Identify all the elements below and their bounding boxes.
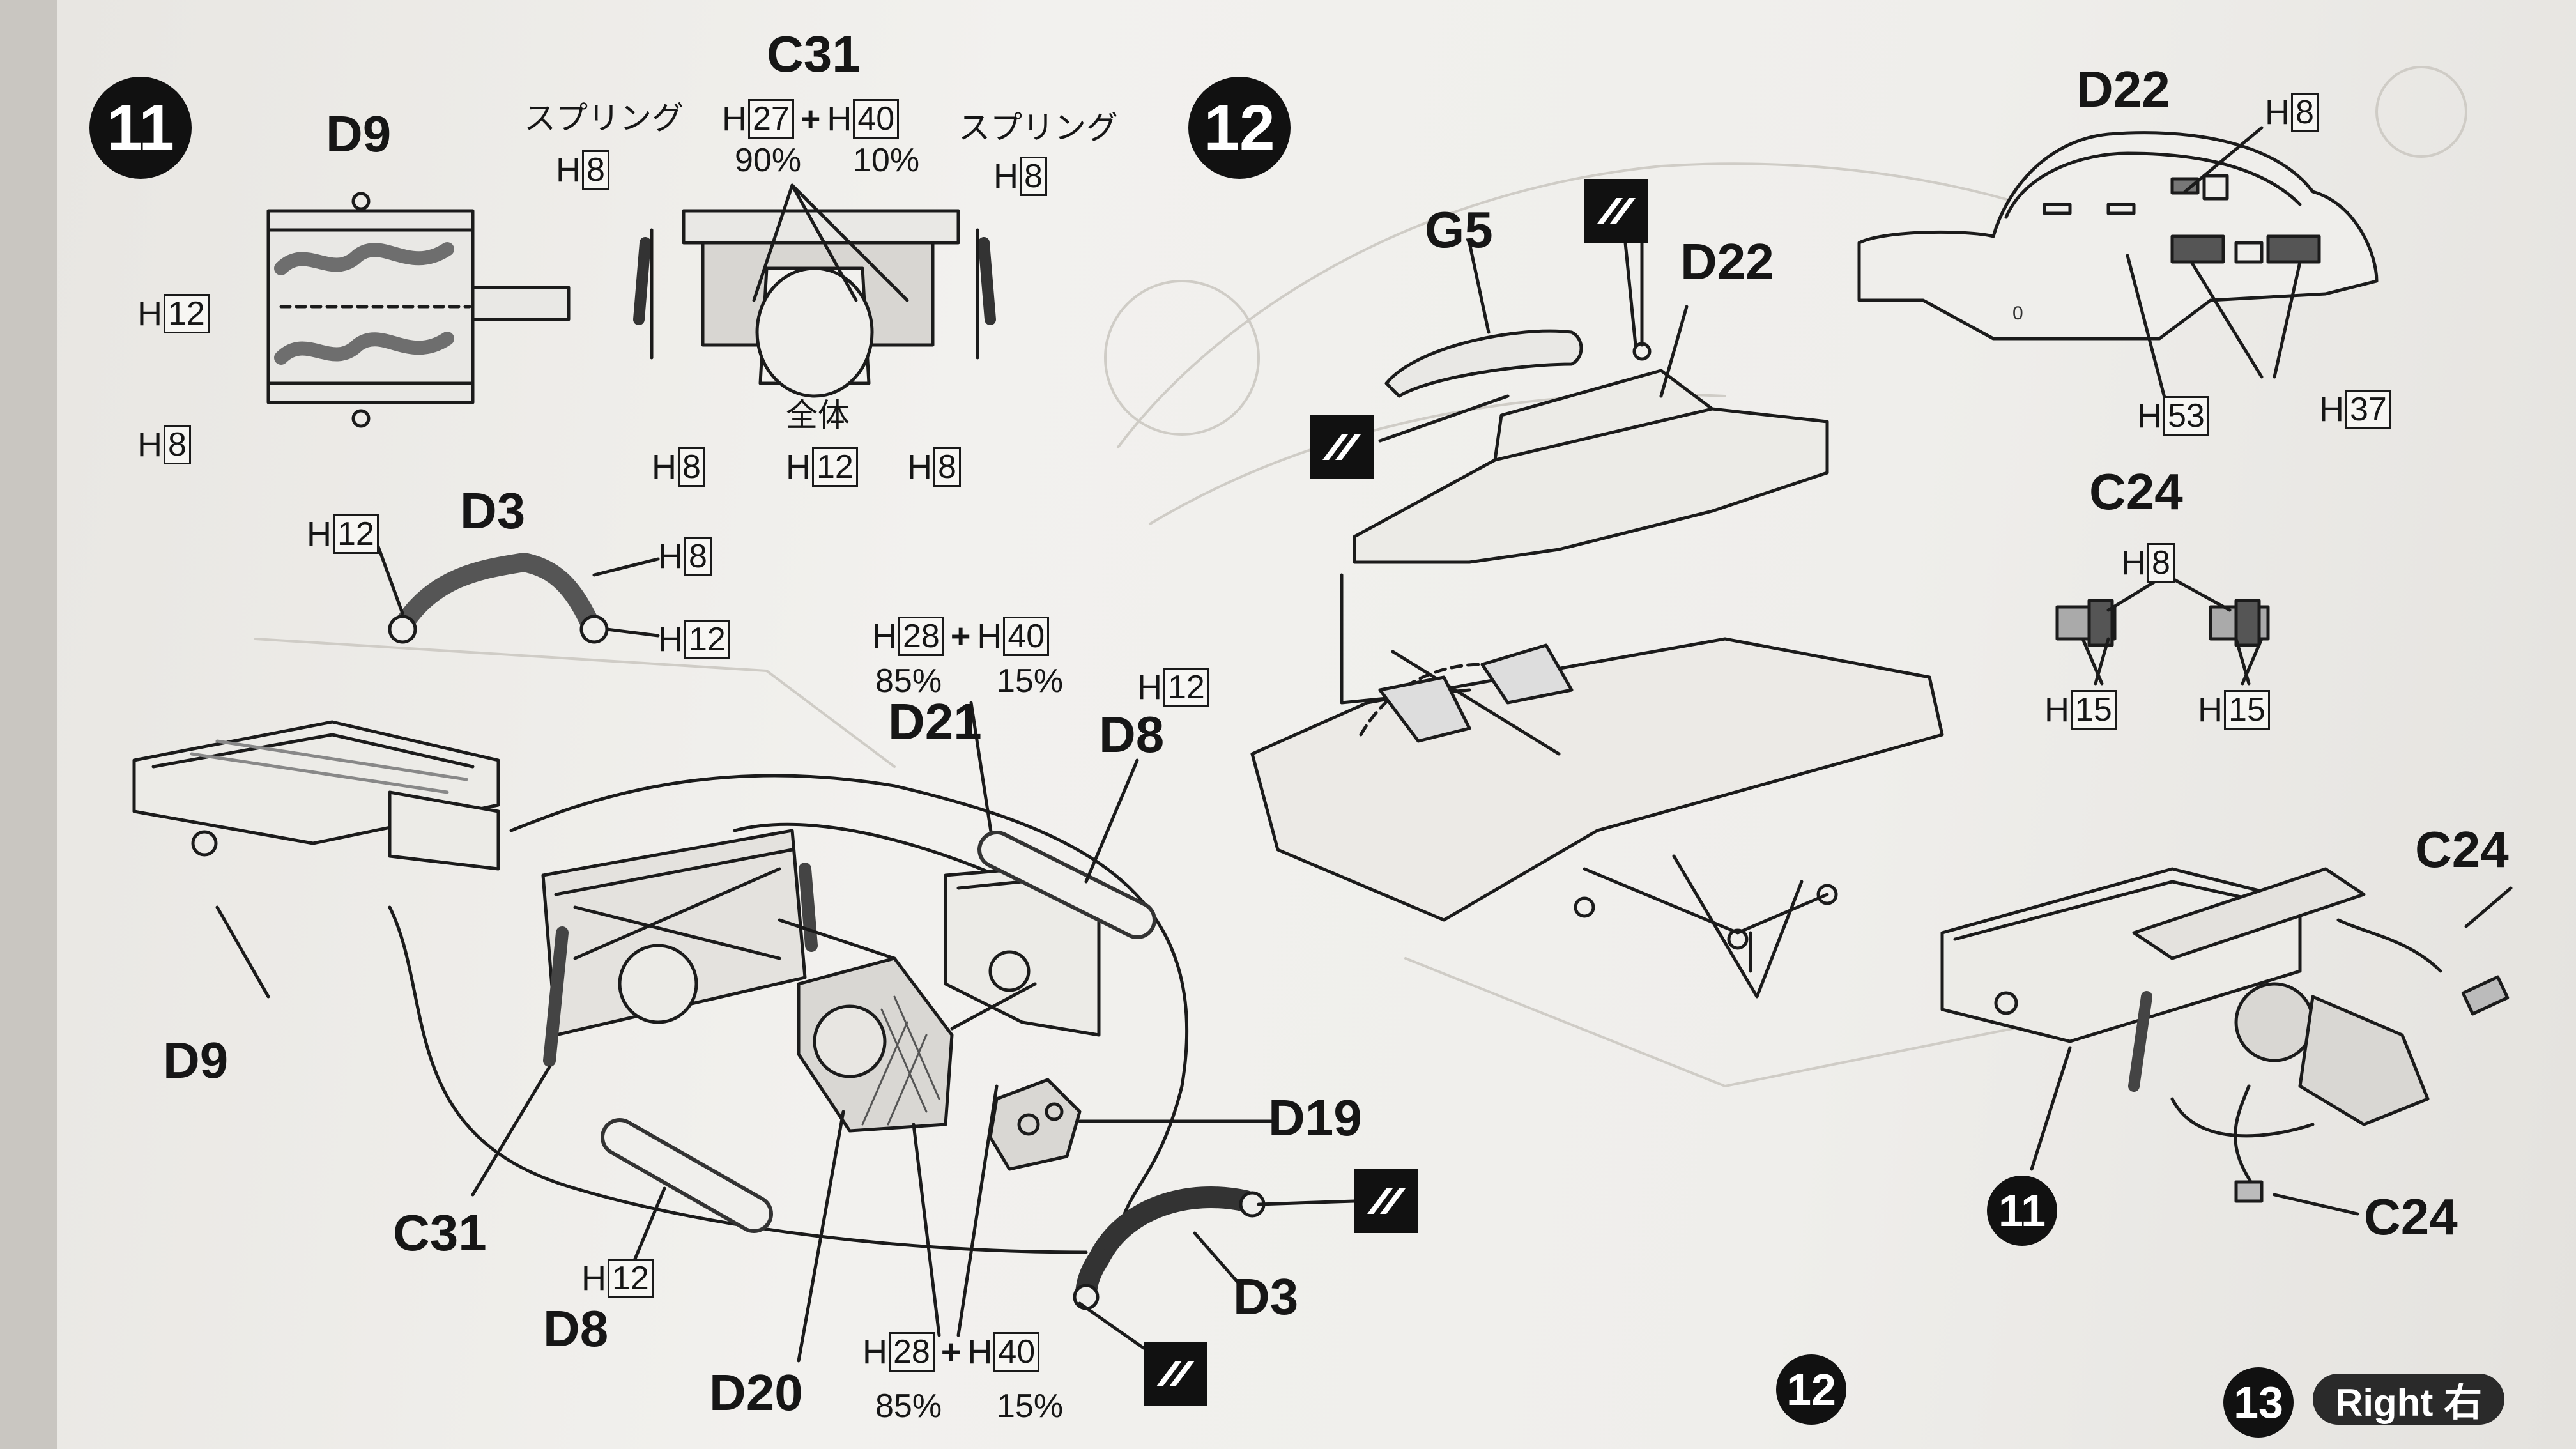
step12-assembly-art	[1250, 215, 1944, 999]
svg-text:0: 0	[2012, 303, 2023, 324]
pct-15-a: 15%	[997, 663, 1064, 700]
pct-15-b: 15%	[997, 1388, 1064, 1425]
pct-10: 10%	[853, 142, 920, 179]
part-d9-detail	[266, 192, 571, 428]
label-d8-lower: D8	[543, 1300, 609, 1357]
pct-85-b: 85%	[875, 1388, 942, 1425]
step-12-next-badge: 12	[1776, 1354, 1846, 1425]
note-whole: 全体	[786, 397, 850, 434]
part-c31-detail	[633, 183, 996, 398]
flat-black-paint-icon	[1584, 179, 1648, 243]
step12-rear-assembly-art	[1940, 867, 2513, 1216]
step-11-inset-badge: 11	[1987, 1176, 2057, 1246]
label-c31-lower: C31	[393, 1204, 487, 1261]
part-c24-detail	[2055, 573, 2270, 686]
flat-black-paint-icon	[1310, 415, 1374, 479]
step-13-badge: 13	[2223, 1367, 2294, 1438]
note-spring-left: スプリング	[524, 100, 684, 137]
label-d9-top: D9	[326, 105, 392, 162]
label-d19: D19	[1268, 1089, 1362, 1146]
label-g5: G5	[1425, 201, 1493, 258]
step-12-badge: 12	[1188, 77, 1291, 179]
label-d20: D20	[709, 1364, 803, 1421]
label-d22-mid: D22	[1680, 233, 1774, 290]
label-d3-top: D3	[460, 482, 526, 539]
pct-85-a: 85%	[875, 663, 942, 700]
right-side-label: Right 右	[2313, 1374, 2504, 1425]
flat-black-paint-icon	[1144, 1342, 1208, 1406]
step-11-badge: 11	[89, 77, 192, 179]
label-c24-right: C24	[2415, 821, 2509, 878]
pct-90: 90%	[735, 142, 802, 179]
note-spring-right: スプリング	[958, 109, 1118, 146]
part-d22-detail: 0	[1857, 126, 2379, 404]
label-d9-lower: D9	[163, 1032, 229, 1089]
label-c24-top: C24	[2089, 463, 2183, 520]
label-d22-top: D22	[2076, 61, 2170, 118]
step11-assembly-art	[132, 701, 1356, 1363]
label-d3-lower: D3	[1233, 1268, 1299, 1325]
label-c31-top: C31	[767, 26, 861, 82]
flat-black-paint-icon	[1354, 1169, 1418, 1233]
part-d3-detail	[375, 541, 660, 644]
label-c24-bottom: C24	[2364, 1188, 2458, 1245]
label-d8-right: D8	[1099, 706, 1165, 763]
label-d21: D21	[888, 693, 982, 750]
